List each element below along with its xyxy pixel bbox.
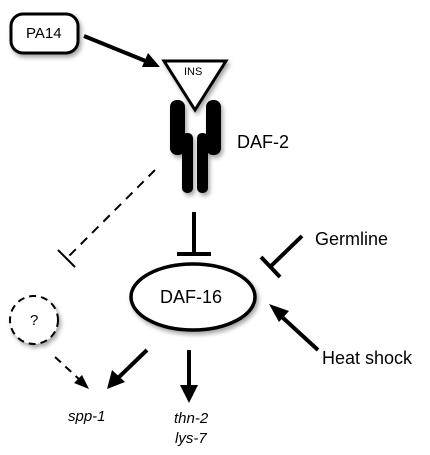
unknown-label: ? — [30, 312, 39, 329]
daf16-node — [129, 262, 257, 332]
germline-inhibits-daf16 — [259, 234, 304, 279]
heat-shock-label: Heat shock — [322, 348, 413, 368]
thn2-label: thn-2 — [174, 410, 209, 427]
pa14-label: PA14 — [26, 25, 62, 42]
daf16-label: DAF-16 — [160, 287, 223, 307]
daf2-inhibits-unknown-dashed — [57, 169, 156, 268]
spp1-label: spp-1 — [68, 408, 106, 425]
pa14-to-ins-arrow — [83, 34, 160, 67]
daf2-label: DAF-2 — [237, 132, 290, 152]
daf2-receptor-icon — [170, 100, 221, 193]
ins-node — [161, 59, 229, 113]
germline-label: Germline — [315, 229, 389, 249]
unknown-node — [9, 295, 59, 345]
lys7-label: lys-7 — [175, 430, 207, 447]
ins-label: INS — [184, 66, 203, 78]
heat-shock-to-daf16-arrow — [269, 304, 320, 352]
unknown-to-spp1-dashed-arrow — [54, 356, 89, 389]
daf16-to-spp1-arrow — [107, 348, 149, 389]
daf16-to-thn2-lys7-arrow — [180, 350, 198, 403]
pa14-node — [9, 12, 80, 55]
daf2-inhibits-daf16 — [177, 212, 211, 256]
